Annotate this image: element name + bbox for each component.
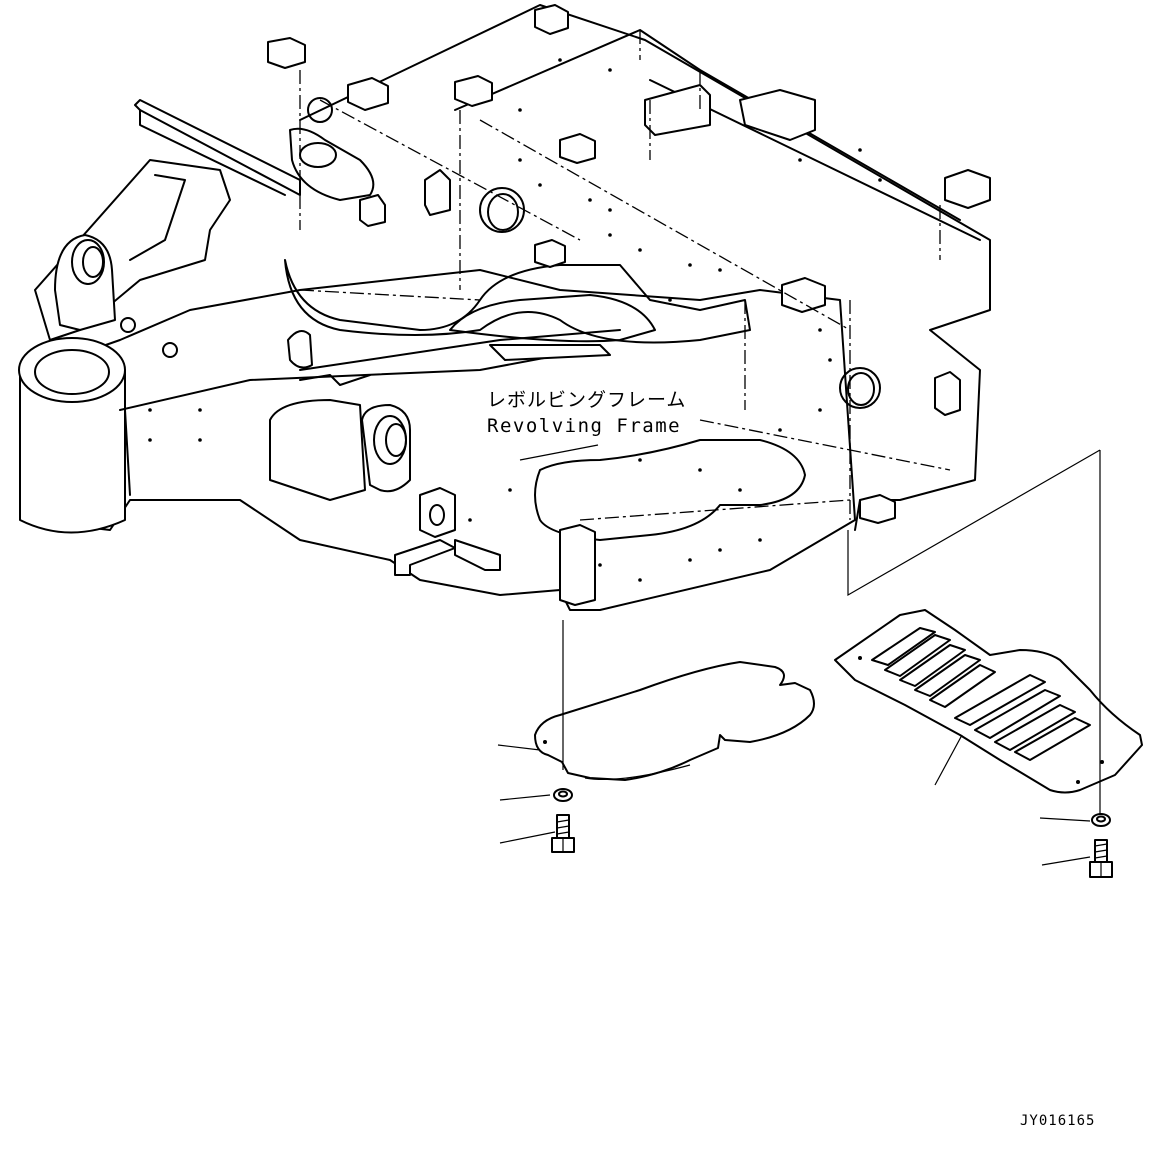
leader-left-cover bbox=[497, 744, 541, 751]
leader-right-bolt bbox=[1041, 856, 1091, 866]
assembly-lines bbox=[562, 449, 1101, 815]
drawing-code: JY016165 bbox=[1020, 1113, 1095, 1129]
left-bolt bbox=[551, 814, 575, 853]
left-washer bbox=[553, 788, 573, 802]
left-cover-plate bbox=[534, 661, 815, 781]
right-washer bbox=[1091, 813, 1111, 827]
leader-right-undercover bbox=[934, 734, 963, 786]
frame-label-en: Revolving Frame bbox=[487, 415, 681, 437]
right-bolt bbox=[1089, 839, 1113, 878]
right-undercover bbox=[834, 609, 1143, 794]
revolving-frame bbox=[18, 4, 991, 611]
leader-right-washer bbox=[1039, 817, 1091, 822]
leader-lines bbox=[497, 734, 1091, 866]
frame-label-jp: レボルビングフレーム bbox=[487, 389, 686, 411]
leader-left-bolt bbox=[499, 831, 556, 844]
leader-left-washer bbox=[499, 794, 551, 801]
